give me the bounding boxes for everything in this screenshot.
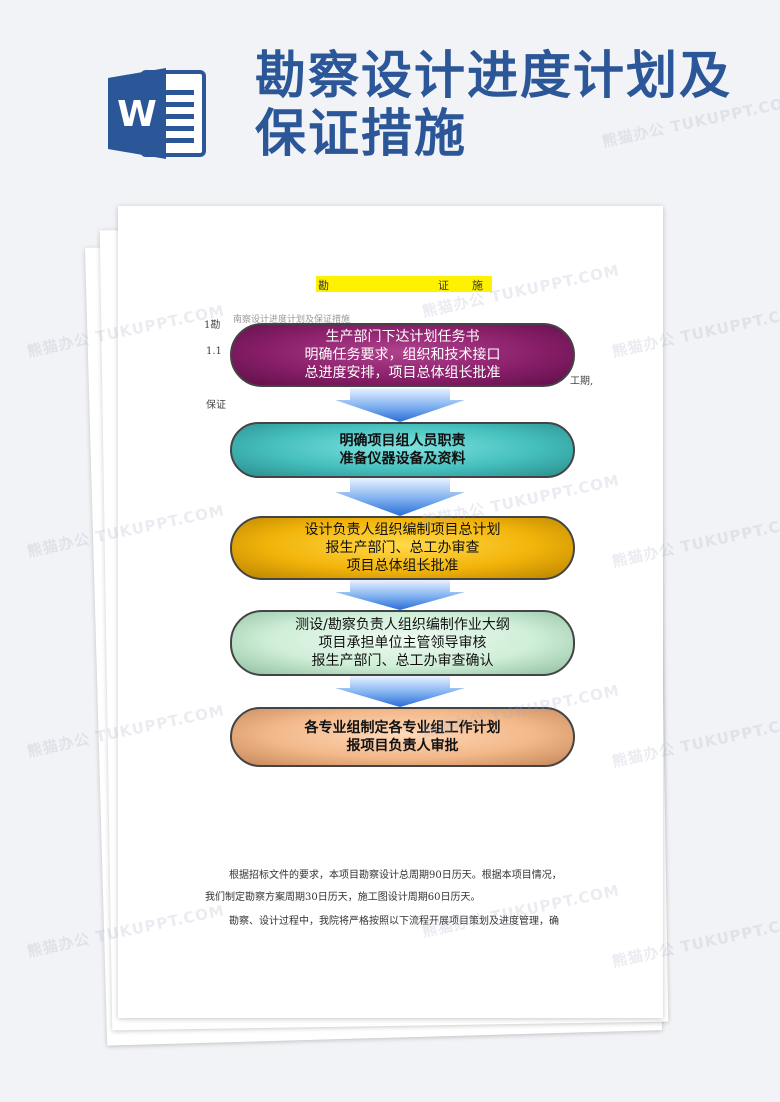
flow-step-line: 项目总体组长批准 <box>346 558 459 574</box>
flow-step-line: 报生产部门、总工办审查确认 <box>311 653 494 669</box>
down-arrow-icon <box>335 580 465 610</box>
down-arrow-icon <box>335 676 465 707</box>
heading-char-1: 勘 <box>318 279 329 292</box>
flowchart: 生产部门下达计划任务书 明确任务要求，组织和技术接口 总进度安排，项目总体组长批… <box>225 318 580 773</box>
heading-char-3: 施 <box>472 279 483 292</box>
body-paragraph-line: 勘察、设计过程中，我院将严格按照以下流程开展项目策划及进度管理，确 <box>229 916 559 927</box>
word-icon: W <box>108 66 208 161</box>
body-paragraph-line: 我们制定勘察方案周期30日历天，施工图设计周期60日历天。 <box>205 892 481 903</box>
flow-step-3: 设计负责人组织编制项目总计划 报生产部门、总工办审查 项目总体组长批准 <box>230 516 575 580</box>
word-icon-letter: W <box>117 94 157 135</box>
flow-step-line: 准备仪器设备及资料 <box>339 451 466 467</box>
down-arrow-icon <box>335 478 465 516</box>
down-arrow-icon <box>335 388 465 422</box>
flow-step-4: 测设/勘察负责人组织编制作业大纲 项目承担单位主管领导审核 报生产部门、总工办审… <box>230 610 575 676</box>
text-fragment: 保证 <box>206 400 226 411</box>
flow-step-line: 报项目负责人审批 <box>346 738 459 754</box>
flow-step-5: 各专业组制定各专业组工作计划 报项目负责人审批 <box>230 707 575 767</box>
flow-step-2: 明确项目组人员职责 准备仪器设备及资料 <box>230 422 575 478</box>
flow-step-line: 设计负责人组织编制项目总计划 <box>304 522 501 538</box>
flow-step-line: 报生产部门、总工办审查 <box>325 540 480 556</box>
flow-step-line: 明确项目组人员职责 <box>339 433 466 449</box>
document-heading: 勘 证 施 <box>316 276 492 292</box>
flow-step-1: 生产部门下达计划任务书 明确任务要求，组织和技术接口 总进度安排，项目总体组长批… <box>230 323 575 387</box>
flow-step-line: 生产部门下达计划任务书 <box>325 329 480 345</box>
flow-step-line: 明确任务要求，组织和技术接口 <box>304 347 501 363</box>
body-paragraph-line: 根据招标文件的要求，本项目勘察设计总周期90日历天。根据本项目情况， <box>229 870 562 881</box>
heading-char-2: 证 <box>438 279 449 292</box>
flow-step-line: 各专业组制定各专业组工作计划 <box>304 720 501 736</box>
text-fragment-faint: 南察设计进度计划及保证措施 <box>233 315 351 325</box>
page-title: 勘察设计进度计划及保证措施 <box>255 47 733 164</box>
text-fragment: 1勘 <box>204 320 221 331</box>
text-fragment: 1.1 <box>206 346 222 357</box>
text-fragment: 工期, <box>570 376 594 387</box>
flow-step-line: 项目承担单位主管领导审核 <box>318 635 487 651</box>
flow-step-line: 测设/勘察负责人组织编制作业大纲 <box>295 617 510 633</box>
flow-step-line: 总进度安排，项目总体组长批准 <box>304 365 501 381</box>
flow-arrows <box>335 388 465 707</box>
